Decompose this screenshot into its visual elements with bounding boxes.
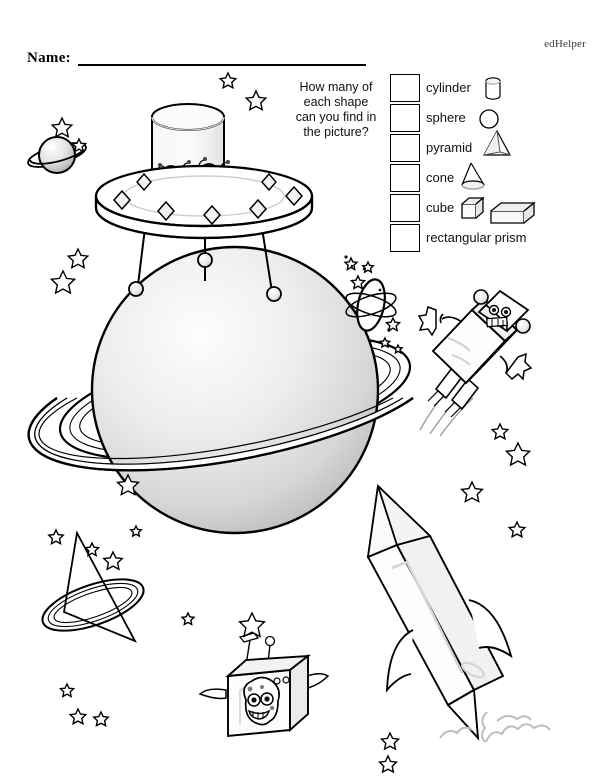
cube-ship-antennas bbox=[238, 632, 276, 666]
legend-label-rectangular-prism: rectangular prism bbox=[426, 230, 527, 245]
instructions-line-3: can you find in bbox=[295, 110, 377, 124]
star-field bbox=[47, 71, 532, 774]
robot-antenna-balls bbox=[473, 289, 531, 334]
legend-label-sphere: sphere bbox=[426, 110, 466, 125]
star-field-dots bbox=[344, 255, 391, 332]
ringed-planet-large bbox=[27, 245, 414, 535]
answer-box-cone[interactable] bbox=[390, 164, 420, 192]
flying-robot bbox=[417, 289, 533, 437]
cube-icon bbox=[458, 194, 490, 224]
robot-head-cube bbox=[477, 289, 530, 333]
answer-box-rectangular-prism[interactable] bbox=[390, 224, 420, 252]
rocket-fins bbox=[385, 599, 513, 741]
edhelper-logo: edHelper bbox=[544, 38, 586, 50]
saucer-disc bbox=[94, 164, 314, 240]
robot-thrusters bbox=[427, 366, 480, 418]
legend-label-cone: cone bbox=[426, 170, 455, 185]
instructions-text: How many of each shape can you find in t… bbox=[288, 80, 384, 140]
saucer-rim-lights bbox=[112, 172, 304, 226]
name-write-in-line[interactable] bbox=[78, 64, 366, 66]
saucer-landing-legs bbox=[128, 227, 282, 302]
robot-arms bbox=[417, 306, 533, 381]
legend-label-cylinder: cylinder bbox=[426, 80, 471, 95]
pyramid-icon bbox=[480, 127, 514, 161]
answer-box-sphere[interactable] bbox=[390, 104, 420, 132]
legend-label-cube: cube bbox=[426, 200, 455, 215]
answer-box-cylinder[interactable] bbox=[390, 74, 420, 102]
ringed-atom-planet-right bbox=[345, 278, 397, 332]
cone-icon bbox=[458, 160, 490, 194]
cube-spaceship-with-alien bbox=[198, 632, 330, 738]
sphere-icon bbox=[478, 108, 500, 130]
name-label: Name: bbox=[27, 50, 71, 66]
cylinder-icon bbox=[482, 75, 504, 103]
planet-ring-front bbox=[27, 397, 414, 472]
rectangular-prism-icon bbox=[488, 198, 542, 228]
rocket-smoke bbox=[439, 711, 551, 743]
rocket-ship bbox=[366, 484, 551, 743]
ringed-planet-small-left bbox=[27, 136, 87, 174]
cube-ship-alien bbox=[243, 676, 280, 726]
planet-sphere-body bbox=[90, 245, 380, 535]
answer-box-pyramid[interactable] bbox=[390, 134, 420, 162]
ringed-cone bbox=[41, 530, 145, 643]
instructions-line-2: each shape bbox=[303, 95, 369, 109]
answer-box-cube[interactable] bbox=[390, 194, 420, 222]
cone-rings bbox=[41, 578, 145, 632]
instructions-line-1: How many of bbox=[299, 80, 373, 94]
flying-saucer-with-aliens bbox=[94, 103, 314, 302]
instructions-line-4: the picture? bbox=[303, 125, 369, 139]
legend-label-pyramid: pyramid bbox=[426, 140, 473, 155]
